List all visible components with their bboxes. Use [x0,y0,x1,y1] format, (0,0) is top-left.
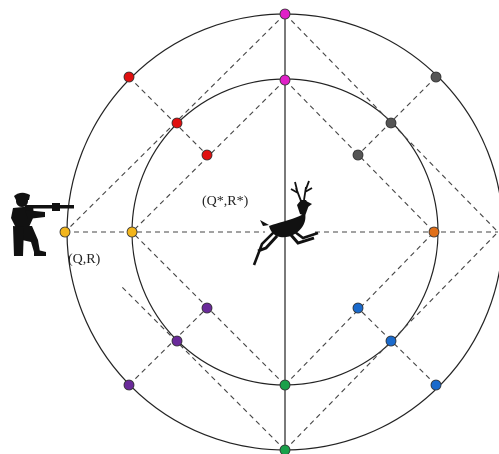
mid-upper-right-point [352,149,364,161]
inner-left-point [126,226,138,238]
inner-bottom-point [279,379,291,391]
mid-lower-right-point [352,302,364,314]
inner-upper-right-point [385,117,397,129]
outer-bottom-point [279,444,291,454]
hunter-position-label: (Q,R) [68,252,101,267]
inner-upper-left-point [171,117,183,129]
ray-lower-right [357,307,437,386]
outer-lower-left-point [123,379,135,391]
outer-lower-right-point [430,379,442,391]
mid-lower-left-point [201,302,213,314]
ray-upper-left [128,76,208,156]
leaping-deer-icon [252,180,319,266]
outer-top-point [279,8,291,20]
outer-upper-right-point [430,71,442,83]
diagonal-bottom-to-right [284,231,499,451]
outer-upper-left-point [123,71,135,83]
point-layer [59,8,442,454]
inner-top-point [279,74,291,86]
diagonal-top-to-right [284,13,499,233]
ray-upper-right [357,76,437,156]
diagonal-bottom-to-left [119,284,286,451]
inner-lower-right-point [385,335,397,347]
mid-upper-left-point [201,149,213,161]
kneeling-rifleman-icon [11,192,74,256]
hunter-point [59,226,71,238]
ray-lower-left [128,307,208,386]
inner-lower-left-point [171,335,183,347]
target-position-label: (Q*,R*) [202,194,249,209]
inner-right-point [428,226,440,238]
